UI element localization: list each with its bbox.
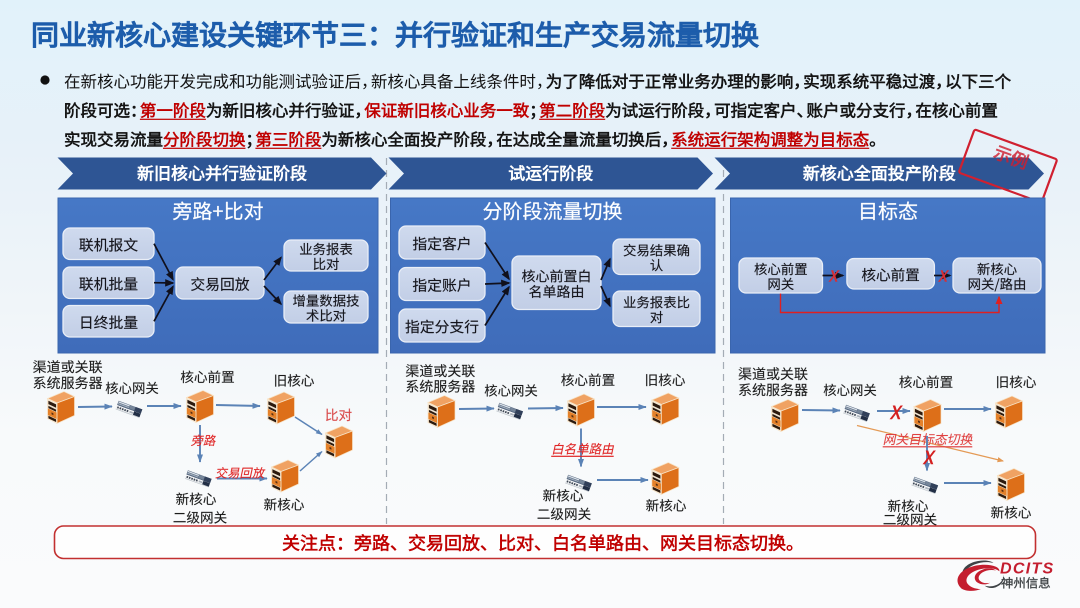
svg-text:DCITS: DCITS bbox=[1000, 561, 1055, 578]
